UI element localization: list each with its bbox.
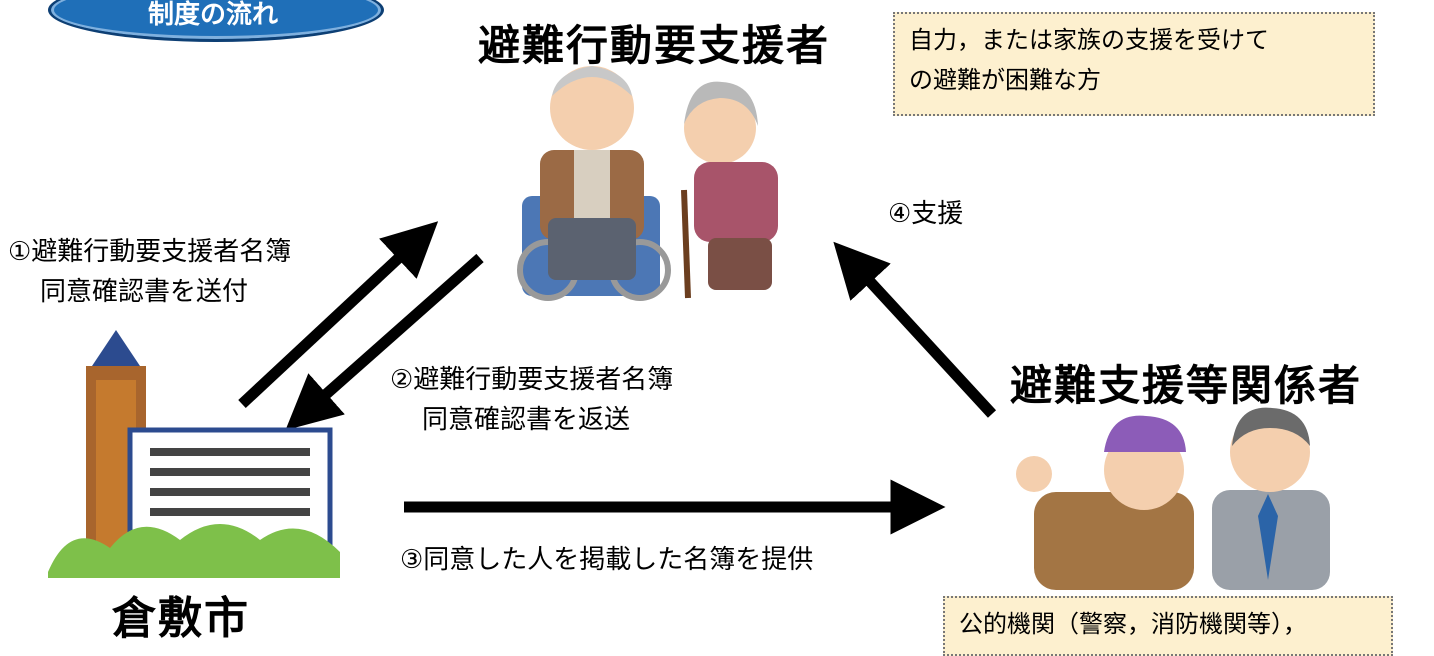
step3-label: ③同意した人を掲載した名簿を提供 [400,545,814,575]
step1-label: ①避難行動要支援者名簿 同意確認書を送付 [8,232,291,312]
diagram-graphics [48,66,1330,590]
requester-description-note: 自力，または家族の支援を受けて の避難が困難な方 [893,12,1375,116]
requester-description-line-1: 自力，または家族の支援を受けて [909,26,1269,54]
arrow-step2 [285,253,484,431]
arrow-step4 [833,241,997,418]
step2-line-2: 同意確認書を返送 [422,405,631,435]
step2-label: ②避難行動要支援者名簿 同意確認書を返送 [390,360,673,440]
requester-heading: 避難行動要支援者 [478,21,831,70]
supporter-heading: 避難支援等関係者 [1010,361,1363,410]
step2-line-1: ②避難行動要支援者名簿 [390,365,674,395]
arrow-step1 [238,221,439,409]
supporter-description-line-1: 公的機関（警察，消防機関等）， [959,610,1307,638]
city-hall-illustration [48,330,340,578]
step1-line-2: 同意確認書を送付 [40,277,249,307]
support-people-illustration [1016,407,1330,590]
city-heading: 倉敷市 [112,593,250,644]
flow-badge-label: 制度の流れ [147,0,278,30]
elderly-people-illustration [517,66,778,301]
step1-line-1: ①避難行動要支援者名簿 [8,237,292,267]
step4-label: ④支援 [888,199,964,229]
requester-description-line-2: の避難が困難な方 [909,66,1101,94]
